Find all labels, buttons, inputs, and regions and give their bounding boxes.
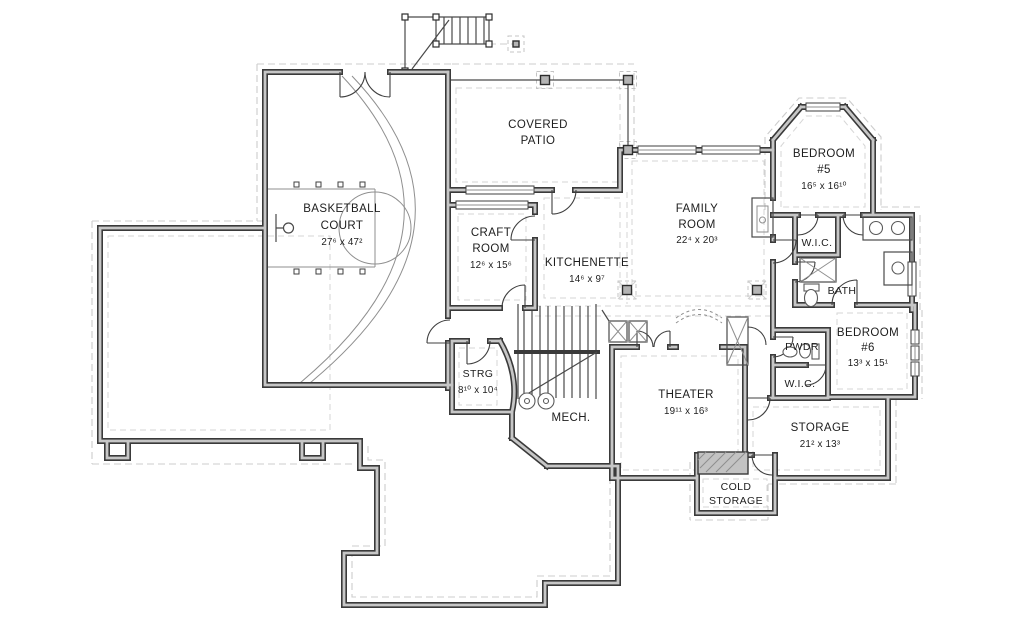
room-label-bedroom5: BEDROOM #5 16⁵ x 16¹⁰ bbox=[793, 148, 855, 192]
svg-text:COVERED: COVERED bbox=[508, 119, 568, 131]
room-label-covered-patio: COVERED PATIO bbox=[508, 119, 568, 147]
chase-shaft bbox=[726, 316, 767, 366]
water-heaters bbox=[518, 392, 555, 410]
svg-text:#6: #6 bbox=[861, 342, 875, 354]
svg-text:8¹⁰ x 10⁴: 8¹⁰ x 10⁴ bbox=[458, 385, 498, 396]
svg-text:BATH: BATH bbox=[828, 285, 857, 297]
hall-cabinets bbox=[601, 309, 648, 343]
svg-text:PWDR: PWDR bbox=[785, 341, 819, 353]
svg-text:THEATER: THEATER bbox=[658, 389, 714, 401]
svg-text:STORAGE: STORAGE bbox=[709, 495, 763, 507]
svg-text:ROOM: ROOM bbox=[678, 219, 715, 231]
room-label-bedroom6: BEDROOM #6 13³ x 15¹ bbox=[837, 327, 899, 369]
room-label-strg: STRG 8¹⁰ x 10⁴ bbox=[458, 368, 498, 396]
interior-stairs bbox=[514, 304, 600, 400]
room-label-bath: BATH bbox=[828, 285, 857, 297]
lane-hash-marks bbox=[293, 181, 366, 275]
svg-text:STRG: STRG bbox=[463, 368, 494, 380]
svg-text:KITCHENETTE: KITCHENETTE bbox=[545, 257, 629, 269]
svg-text:27⁶ x 47²: 27⁶ x 47² bbox=[321, 237, 363, 248]
footing-dashed-lines bbox=[91, 35, 923, 598]
svg-text:ROOM: ROOM bbox=[472, 243, 509, 255]
svg-text:12⁶ x 15⁶: 12⁶ x 15⁶ bbox=[470, 260, 512, 271]
svg-text:#5: #5 bbox=[817, 164, 831, 176]
cold-storage-steps bbox=[697, 451, 749, 475]
svg-text:CRAFT: CRAFT bbox=[471, 227, 511, 239]
svg-text:BEDROOM: BEDROOM bbox=[837, 327, 899, 339]
room-label-theater: THEATER 19¹¹ x 16³ bbox=[658, 389, 714, 417]
svg-text:13³ x 15¹: 13³ x 15¹ bbox=[848, 358, 889, 369]
room-label-pwdr: PWDR bbox=[785, 341, 819, 353]
room-labels: BASKETBALL COURT 27⁶ x 47² COVERED PATIO… bbox=[303, 119, 899, 507]
svg-text:FAMILY: FAMILY bbox=[676, 203, 718, 215]
svg-text:14⁶ x 9⁷: 14⁶ x 9⁷ bbox=[569, 274, 605, 285]
svg-text:21² x 13³: 21² x 13³ bbox=[800, 439, 841, 450]
hall-arch bbox=[675, 309, 723, 324]
svg-text:BEDROOM: BEDROOM bbox=[793, 148, 855, 160]
basketball-hoop-icon bbox=[275, 214, 295, 242]
door-swing-arcs bbox=[339, 71, 864, 476]
room-label-wic2: W.I.C. bbox=[785, 378, 816, 390]
structural-posts bbox=[539, 74, 763, 296]
svg-text:22⁴ x 20³: 22⁴ x 20³ bbox=[676, 235, 718, 246]
room-label-cold-storage: COLD STORAGE bbox=[709, 481, 763, 507]
family-media-niche bbox=[751, 197, 774, 238]
svg-text:W.I.C.: W.I.C. bbox=[802, 237, 833, 249]
svg-text:MECH.: MECH. bbox=[551, 412, 590, 424]
room-label-family: FAMILY ROOM 22⁴ x 20³ bbox=[676, 203, 718, 246]
svg-text:PATIO: PATIO bbox=[521, 135, 556, 147]
powder-fixtures bbox=[782, 343, 820, 360]
room-label-basketball: BASKETBALL COURT 27⁶ x 47² bbox=[303, 203, 381, 248]
svg-text:COURT: COURT bbox=[321, 220, 364, 232]
room-label-storage: STORAGE 21² x 13³ bbox=[791, 422, 850, 450]
svg-text:16⁵ x 16¹⁰: 16⁵ x 16¹⁰ bbox=[801, 181, 846, 192]
svg-text:STORAGE: STORAGE bbox=[791, 422, 850, 434]
svg-text:W.I.C.: W.I.C. bbox=[785, 378, 816, 390]
room-label-craft: CRAFT ROOM 12⁶ x 15⁶ bbox=[470, 227, 512, 271]
room-label-kitchenette: KITCHENETTE 14⁶ x 9⁷ bbox=[545, 257, 629, 285]
bath-fixtures bbox=[799, 216, 913, 308]
svg-text:19¹¹ x 16³: 19¹¹ x 16³ bbox=[664, 406, 708, 417]
basketball-court-markings bbox=[267, 75, 416, 384]
svg-text:BASKETBALL: BASKETBALL bbox=[303, 203, 381, 215]
room-label-mech: MECH. bbox=[551, 412, 590, 424]
room-label-wic1: W.I.C. bbox=[802, 237, 833, 249]
svg-text:COLD: COLD bbox=[721, 481, 752, 493]
